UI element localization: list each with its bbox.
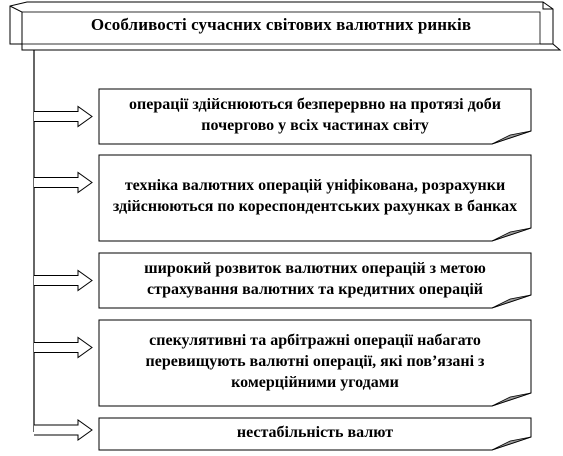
arrow-to-box-5 [34, 419, 93, 441]
diagram-title: Особливості сучасних світових валютних р… [90, 15, 472, 34]
feature-item-5: нестабільність валют [236, 423, 394, 441]
feature-item-1: операції здійснюються безперервно на про… [129, 95, 501, 134]
title-banner [9, 1, 562, 51]
arrow-to-box-4 [34, 336, 93, 359]
feature-boxes [98, 88, 532, 451]
arrow-to-box-3 [34, 269, 93, 292]
feature-box-2 [98, 154, 532, 242]
connector-arrows [34, 105, 93, 441]
feature-box-1 [98, 88, 532, 145]
feature-box-4 [98, 319, 532, 407]
feature-item-2: техніка валютних операцій уніфікована, р… [112, 177, 518, 215]
arrow-to-box-1 [34, 105, 93, 128]
feature-item-3: широкий розвиток валютних операцій з мет… [144, 259, 486, 298]
feature-box-3 [98, 252, 532, 309]
feature-box-5 [98, 417, 532, 451]
arrow-to-box-2 [34, 171, 93, 194]
feature-item-4: спекулятивні та арбітражні операції наба… [145, 331, 485, 391]
